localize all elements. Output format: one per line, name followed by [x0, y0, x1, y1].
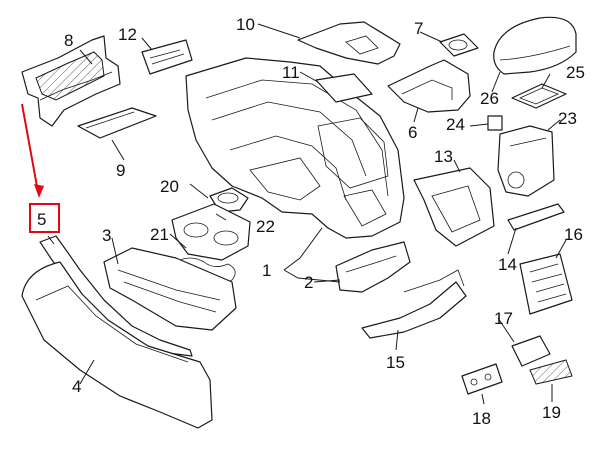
part-8-bracket[interactable] [21, 35, 121, 127]
callout-17: 17 [494, 309, 513, 328]
part-15-trim[interactable] [361, 269, 467, 339]
callout-26: 26 [480, 89, 499, 108]
callout-13: 13 [434, 147, 453, 166]
callout-21: 21 [150, 225, 169, 244]
part-14-strip[interactable] [507, 203, 565, 231]
callout-8: 8 [64, 31, 73, 50]
callout-15: 15 [386, 353, 405, 372]
callout-1: 1 [262, 261, 271, 280]
part-7-cup[interactable] [439, 33, 479, 57]
part-13-trim[interactable] [413, 167, 495, 247]
part-12-bezel[interactable] [141, 39, 193, 75]
callout-20: 20 [160, 177, 179, 196]
callout-22: 22 [256, 217, 275, 236]
part-26-lid[interactable] [493, 16, 577, 75]
callout-7: 7 [414, 19, 423, 38]
callout-23: 23 [558, 109, 577, 128]
highlight-marker [21, 103, 60, 233]
part-17-switch[interactable] [511, 335, 551, 367]
leader-lines [47, 23, 567, 405]
part-23-bin[interactable] [497, 125, 555, 197]
callout-11: 11 [282, 63, 300, 82]
part-10-panel[interactable] [297, 21, 401, 65]
callout-14: 14 [498, 255, 517, 274]
part-11-insert[interactable] [315, 73, 373, 103]
callout-3: 3 [102, 226, 111, 245]
callout-5: 5 [37, 210, 46, 229]
part-24-clip[interactable] [487, 115, 503, 131]
callout-12: 12 [118, 25, 137, 44]
callout-4: 4 [72, 377, 81, 396]
part-22-cupholder[interactable] [171, 203, 251, 261]
part-9-plate[interactable] [77, 107, 157, 139]
part-2-bracket[interactable] [335, 241, 411, 293]
part-4-cover[interactable] [21, 261, 213, 429]
part-3-base[interactable] [103, 247, 237, 331]
part-16-vent[interactable] [519, 253, 573, 315]
callout-2: 2 [304, 273, 313, 292]
callout-25: 25 [566, 63, 585, 82]
callout-18: 18 [472, 409, 491, 428]
callout-24: 24 [446, 115, 465, 134]
callout-16: 16 [564, 225, 583, 244]
callout-19: 19 [542, 403, 561, 422]
callout-10: 10 [236, 15, 255, 34]
part-6-bracket[interactable] [387, 59, 471, 113]
callout-9: 9 [116, 161, 125, 180]
part-19-grille[interactable] [529, 359, 573, 385]
callout-6: 6 [408, 123, 417, 142]
callout-labels: 8 12 10 11 7 26 25 6 24 23 9 13 20 22 5 … [37, 15, 585, 428]
console-frame[interactable] [185, 57, 405, 239]
part-25-tray[interactable] [511, 83, 567, 109]
part-18-module[interactable] [461, 363, 503, 395]
